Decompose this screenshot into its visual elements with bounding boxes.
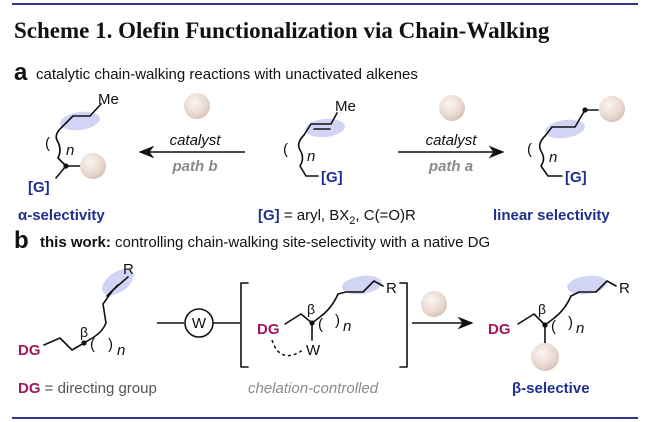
dg-label: DG <box>257 321 280 338</box>
dg-substrate-structure: β ( ) n R DG <box>18 261 134 359</box>
section-a-caption: catalytic chain-walking reactions with u… <box>36 66 418 83</box>
svg-text:(: ( <box>551 318 556 335</box>
alpha-product-structure: ( n Me [G] <box>28 91 119 196</box>
beta-selective-label: β-selective <box>512 380 590 397</box>
alkene-substrate-structure: Me ( n [G] <box>283 98 356 186</box>
chelation-controlled-label: chelation-controlled <box>248 380 379 397</box>
catalyst-sphere <box>531 343 559 371</box>
catalyst-sphere-b <box>184 93 210 119</box>
group-label: [G] <box>565 169 587 186</box>
chain-index: n <box>343 318 351 335</box>
catalyst-sphere-product <box>421 291 447 317</box>
catalyst-sphere <box>80 153 106 179</box>
dg-label: DG <box>488 321 511 338</box>
svg-text:(: ( <box>90 336 95 353</box>
me-label: Me <box>335 98 356 115</box>
bottom-rule <box>12 417 638 419</box>
beta-label: β <box>307 301 315 317</box>
w-catalyst-cycle: W <box>157 308 240 338</box>
svg-text:(: ( <box>283 141 288 158</box>
path-b-label: path b <box>172 158 218 175</box>
path-a-label: path a <box>428 158 473 175</box>
metal-label: W <box>306 342 321 359</box>
beta-label: β <box>538 301 546 317</box>
scheme-title: Scheme 1. Olefin Functionalization via C… <box>14 18 550 43</box>
svg-text:(: ( <box>527 141 532 158</box>
chain-index: n <box>117 342 125 359</box>
svg-text:): ) <box>568 314 573 331</box>
beta-label: β <box>80 324 88 340</box>
w-label: W <box>192 315 207 332</box>
r-label: R <box>386 280 397 297</box>
section-a-letter: a <box>14 59 28 86</box>
dg-label: DG <box>18 342 41 359</box>
alpha-selectivity-label: α-selectivity <box>18 207 105 224</box>
chain-index: n <box>576 320 584 337</box>
r-label: R <box>619 280 630 297</box>
linear-selectivity-label: linear selectivity <box>493 207 610 224</box>
chelation-dashed-bond <box>271 339 304 357</box>
me-label: Me <box>98 91 119 108</box>
section-b-letter: b <box>14 227 29 254</box>
svg-text:): ) <box>108 336 113 353</box>
bracket-right <box>399 282 408 368</box>
beta-product-structure: DG β ( ) n R <box>488 275 630 371</box>
svg-text:(: ( <box>45 135 50 152</box>
group-definition: [G] = aryl, BX2, C(=O)R <box>258 207 416 227</box>
dg-definition: DG = directing group <box>18 380 157 397</box>
catalyst-label-b: catalyst <box>170 132 222 149</box>
catalyst-sphere-a <box>439 95 465 121</box>
highlight-ellipse <box>60 111 100 131</box>
catalyst-sphere <box>599 96 625 122</box>
top-rule <box>12 3 638 5</box>
catalyst-label-a: catalyst <box>426 132 478 149</box>
svg-text:): ) <box>335 312 340 329</box>
r-label: R <box>123 261 134 278</box>
group-label: [G] <box>321 169 343 186</box>
linear-product-structure: ( n [G] <box>527 96 625 186</box>
group-label: [G] <box>28 179 50 196</box>
svg-text:(: ( <box>318 316 323 333</box>
chain-bonds <box>61 103 102 128</box>
chain-index: n <box>549 149 557 166</box>
chain-index: n <box>307 148 315 165</box>
chain-index: n <box>66 142 74 159</box>
section-b-caption: this work: controlling chain-walking sit… <box>40 234 490 251</box>
intermediate-structure: DG β W ( ) n R <box>257 275 397 359</box>
bracket-left <box>240 282 249 368</box>
